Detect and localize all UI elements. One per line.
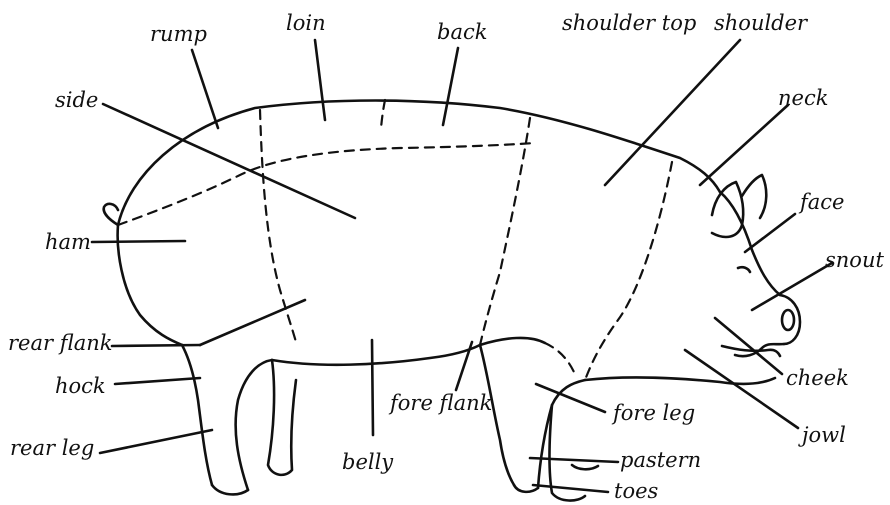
- leader-fore-flank: [456, 342, 472, 390]
- label-loin: loin: [286, 13, 326, 34]
- leader-belly: [372, 340, 373, 435]
- leader-face: [745, 214, 795, 252]
- label-rump: rump: [150, 24, 207, 45]
- leader-rear-flank-a: [112, 345, 200, 346]
- label-face: face: [800, 192, 844, 213]
- leader-jowl: [685, 350, 798, 428]
- leader-neck: [700, 105, 788, 185]
- label-rear-flank: rear flank: [8, 333, 112, 354]
- label-shoulder-top: shoulder top: [562, 13, 696, 34]
- label-shoulder: shoulder: [714, 13, 807, 34]
- label-snout: snout: [825, 250, 884, 271]
- leader-fore-leg: [536, 384, 605, 412]
- label-ham: ham: [45, 232, 91, 253]
- label-fore-leg: fore leg: [613, 403, 695, 424]
- leader-back: [443, 48, 458, 125]
- label-hock: hock: [55, 376, 106, 397]
- leader-hock: [115, 378, 200, 384]
- label-toes: toes: [614, 481, 658, 502]
- label-rear-leg: rear leg: [10, 438, 94, 459]
- label-pastern: pastern: [620, 450, 701, 471]
- label-belly: belly: [342, 452, 393, 473]
- leader-pastern: [530, 458, 618, 462]
- label-fore-flank: fore flank: [390, 393, 492, 414]
- leader-toes: [533, 485, 608, 492]
- leader-lines: [92, 40, 832, 492]
- leader-ham: [92, 241, 185, 242]
- cut-division-lines: [118, 100, 672, 380]
- leader-loin: [315, 40, 325, 120]
- label-side: side: [55, 90, 98, 111]
- label-jowl: jowl: [802, 425, 846, 446]
- label-neck: neck: [778, 88, 828, 109]
- pig-outline: [104, 101, 800, 501]
- leader-rear-leg: [100, 430, 212, 453]
- label-back: back: [437, 22, 487, 43]
- leader-rump: [192, 50, 218, 128]
- leader-side: [103, 104, 355, 218]
- label-cheek: cheek: [786, 368, 849, 389]
